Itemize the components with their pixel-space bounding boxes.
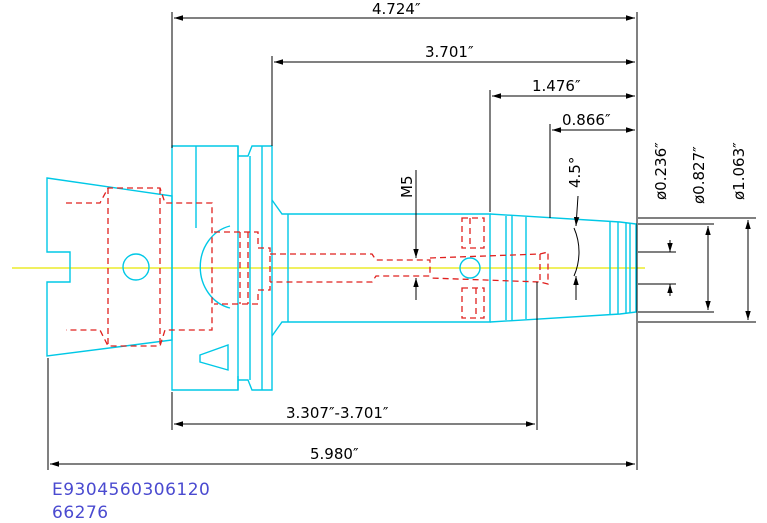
- holder-outline: [46, 145, 637, 391]
- dim-overall-total: 5.980″: [310, 445, 359, 463]
- dim-adjust-range: 3.307″-3.701″: [286, 404, 389, 422]
- part-number: E9304560306120: [52, 480, 211, 500]
- dim-dia-large: ø1.063″: [730, 142, 748, 200]
- dim-taper-length: 0.866″: [562, 111, 611, 129]
- dim-nose-length: 1.476″: [532, 77, 581, 95]
- hidden-bore: [66, 187, 549, 347]
- dim-thread: M5: [398, 176, 416, 199]
- dim-taper-angle: 4.5°: [566, 157, 584, 188]
- dim-dia-small: ø0.236″: [652, 142, 670, 200]
- dimension-lines: [47, 12, 756, 470]
- dim-overall-top: 4.724″: [372, 0, 421, 18]
- dim-gauge-length: 3.701″: [425, 43, 474, 61]
- item-number: 66276: [52, 503, 109, 523]
- dim-dia-mid: ø0.827″: [690, 146, 708, 204]
